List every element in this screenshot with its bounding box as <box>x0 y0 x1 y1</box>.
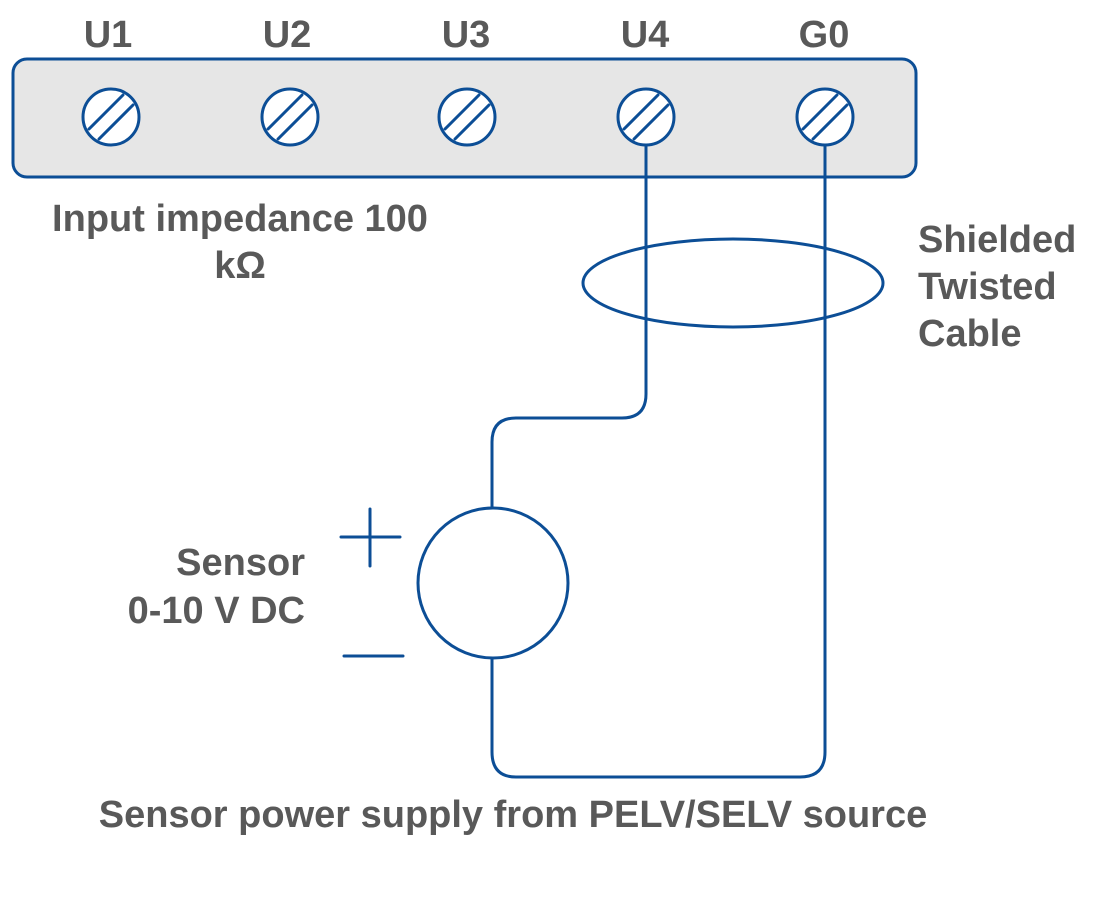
cable-label-line3: Cable <box>918 313 1021 355</box>
terminal-label-u4: U4 <box>621 14 670 56</box>
wire-g0 <box>490 143 827 779</box>
cable-label-line1: Shielded <box>918 219 1076 261</box>
cable-shield-ellipse <box>581 237 885 329</box>
terminal-label-u1: U1 <box>84 14 133 56</box>
terminal-label-u2: U2 <box>263 14 312 56</box>
plus-icon <box>339 507 402 568</box>
impedance-label-line1: Input impedance 100 <box>52 198 428 240</box>
wire-u4 <box>490 143 648 510</box>
terminal-label-g0: G0 <box>799 14 850 56</box>
voltage-source-icon <box>416 506 570 660</box>
cable-label-line2: Twisted <box>918 266 1057 308</box>
screw-terminal-icon[interactable] <box>795 87 855 147</box>
screw-terminal-icon[interactable] <box>437 87 497 147</box>
screw-terminal-icon[interactable] <box>616 87 676 147</box>
screw-terminal-icon[interactable] <box>81 87 141 147</box>
terminal-label-u3: U3 <box>442 14 491 56</box>
power-supply-caption: Sensor power supply from PELV/SELV sourc… <box>99 794 927 836</box>
sensor-label-line1: Sensor <box>176 542 305 584</box>
impedance-label-line2: kΩ <box>214 245 266 287</box>
screw-terminal-icon[interactable] <box>260 87 320 147</box>
sensor-label-line2: 0-10 V DC <box>128 590 305 632</box>
